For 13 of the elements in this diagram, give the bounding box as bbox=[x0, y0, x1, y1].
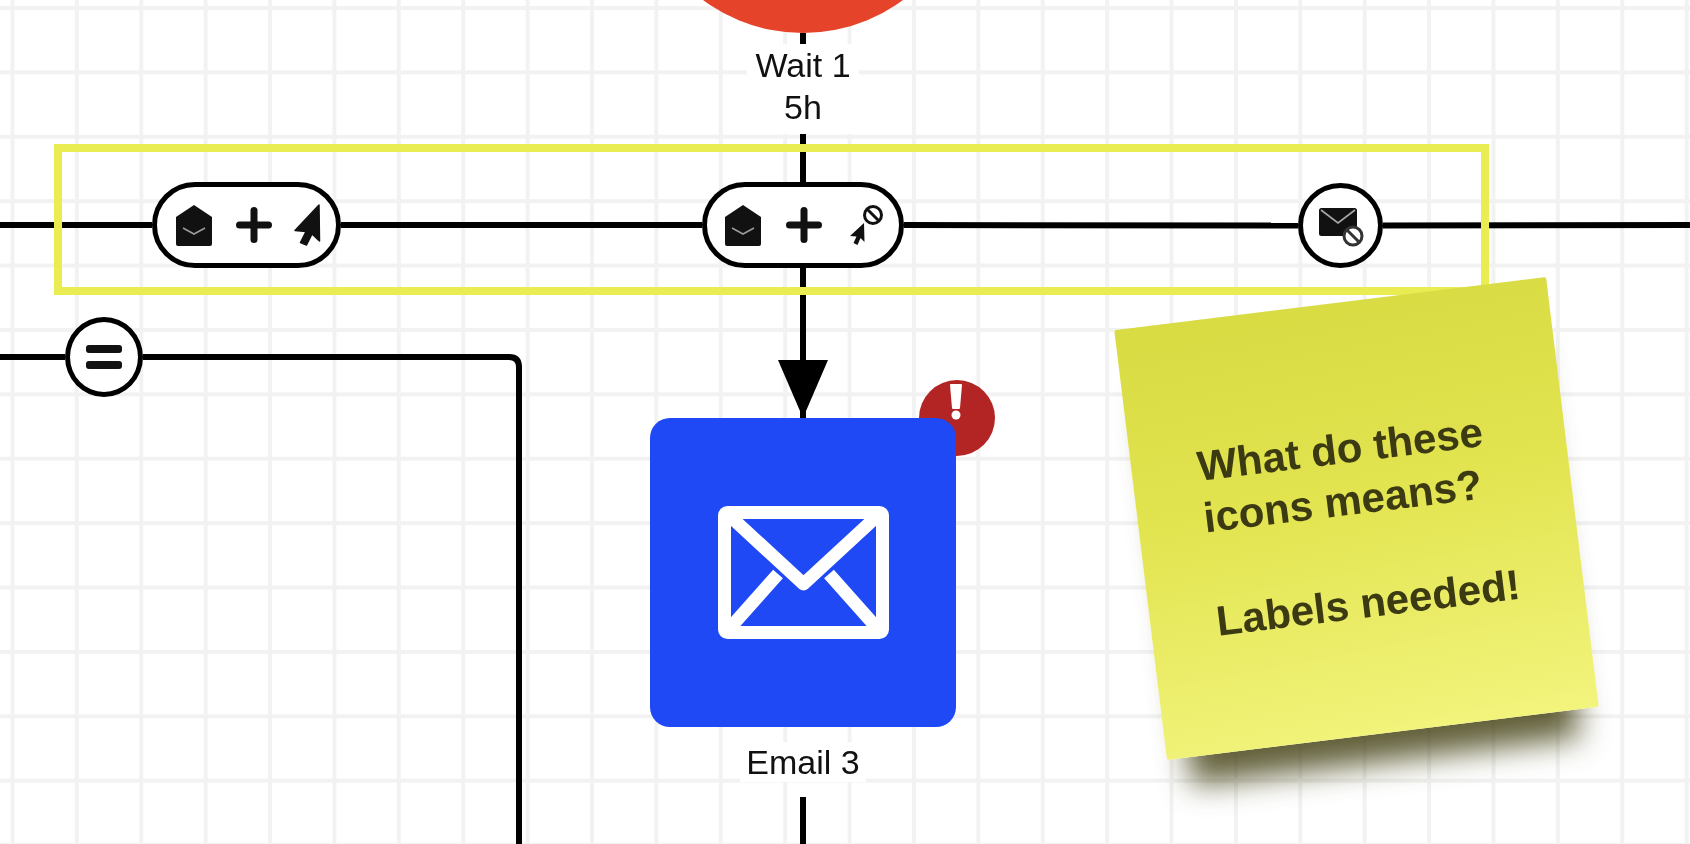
connector-line bbox=[143, 354, 522, 844]
note-text: What do these icons means? bbox=[1194, 407, 1487, 544]
connector-line bbox=[0, 354, 65, 360]
connector-line bbox=[0, 222, 152, 228]
connector-line bbox=[1383, 222, 1690, 229]
arrow bbox=[778, 268, 828, 418]
node-label: Email 3 bbox=[740, 742, 866, 782]
connector-line bbox=[904, 222, 1298, 229]
connector-line bbox=[800, 797, 806, 844]
highlight-frame bbox=[54, 144, 1489, 295]
note-text: Labels needed! bbox=[1213, 559, 1524, 647]
edge-label: Wait 1 5h bbox=[747, 44, 859, 134]
connector-line bbox=[341, 222, 702, 228]
